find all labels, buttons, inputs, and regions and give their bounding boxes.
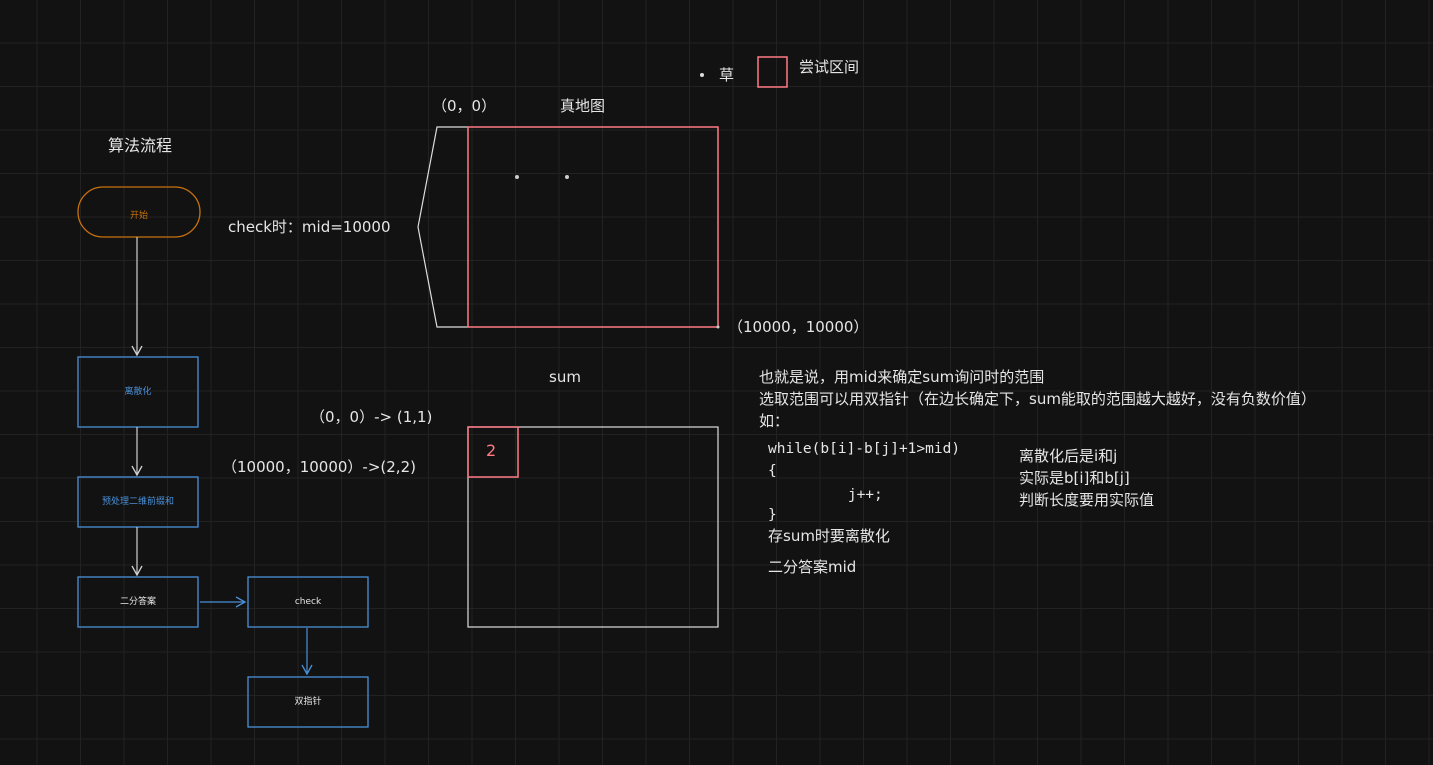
code-line: {	[768, 463, 777, 479]
node-two-pointers-shape[interactable]	[247, 676, 369, 728]
grass-dot	[565, 175, 569, 179]
corner-dot	[716, 325, 720, 329]
legend-try-range-label: 尝试区间	[799, 58, 860, 76]
grass-dot	[515, 175, 519, 179]
node-check-shape[interactable]	[247, 576, 369, 628]
try-range-legend-swatch	[757, 56, 788, 88]
node-two-pointers-label: 双指针	[294, 697, 322, 707]
note-line: 如：	[759, 412, 790, 430]
sum-map-rect	[467, 426, 719, 628]
node-check-label: check	[294, 597, 322, 607]
real-map-title: 真地图	[560, 97, 606, 115]
grass-dot-icon	[700, 73, 704, 77]
sum-cell-value: 2	[486, 441, 497, 460]
node-start-shape[interactable]	[77, 186, 201, 238]
node-binary-search-label: 二分答案	[119, 597, 156, 607]
mapping-1: （0，0）-> (1,1)	[310, 408, 433, 426]
node-binary-search-shape[interactable]	[77, 576, 199, 628]
check-label: check时：mid=10000	[228, 218, 391, 236]
origin-label: （0，0）	[432, 97, 497, 115]
side-note: 判断长度要用实际值	[1019, 491, 1155, 509]
node-start-label: 开始	[129, 211, 148, 221]
node-discretize-shape[interactable]	[77, 356, 199, 428]
zoom-bracket	[417, 126, 468, 328]
sum-cell-rect	[467, 426, 519, 478]
real-map-rect	[467, 126, 719, 328]
node-discretize-label: 离散化	[124, 387, 152, 397]
sum-title: sum	[549, 368, 581, 386]
node-prefix-sum-shape[interactable]	[77, 476, 199, 528]
side-note: 离散化后是i和j	[1019, 447, 1118, 465]
mapping-2: （10000，10000）->(2,2)	[222, 458, 416, 476]
corner-label: （10000，10000）	[728, 318, 869, 336]
flowchart-title: 算法流程	[108, 136, 173, 155]
code-line: while(b[i]-b[j]+1>mid)	[768, 441, 961, 457]
note-after: 二分答案mid	[768, 558, 857, 576]
note-line: 也就是说，用mid来确定sum询问时的范围	[759, 368, 1045, 386]
side-note: 实际是b[i]和b[j]	[1019, 469, 1130, 487]
legend-grass-label: 草	[719, 66, 735, 84]
code-line: j++;	[778, 487, 883, 503]
node-prefix-sum-label: 预处理二维前缀和	[101, 497, 174, 507]
code-line: }	[768, 507, 777, 523]
note-after: 存sum时要离散化	[768, 527, 890, 545]
note-line: 选取范围可以用双指针（在边长确定下，sum能取的范围越大越好，没有负数价值）	[759, 390, 1316, 408]
